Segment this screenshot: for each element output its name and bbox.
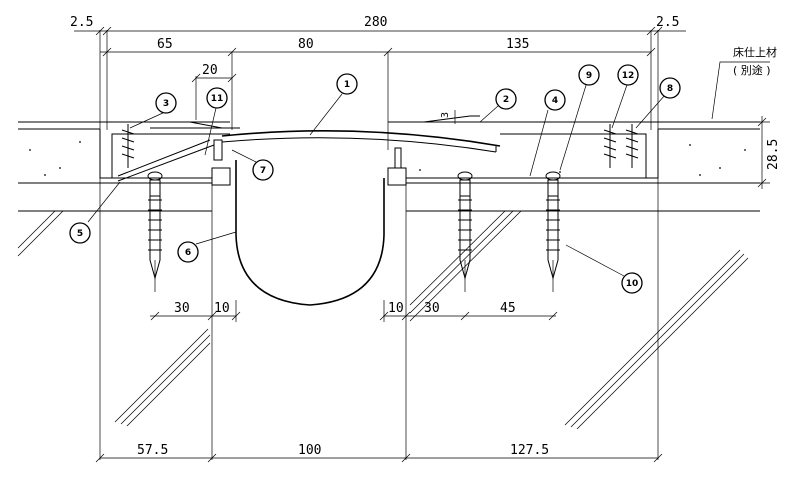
dim-bottom-100: 100 bbox=[298, 443, 321, 458]
extension-lines bbox=[99, 30, 659, 460]
dim-anchor-left-10: 10 bbox=[214, 301, 230, 316]
dim-gap-20: 20 bbox=[202, 63, 218, 78]
dim-top-right-2-5: 2.5 bbox=[656, 15, 679, 30]
structure-hatching bbox=[17, 210, 749, 430]
callout-8: 8 bbox=[667, 84, 673, 94]
dim-anchor-right-45: 45 bbox=[500, 301, 516, 316]
dim-right-135: 135 bbox=[506, 37, 529, 52]
floor-layers bbox=[18, 121, 760, 212]
cover-plate bbox=[150, 110, 501, 153]
callout-10: 10 bbox=[626, 279, 639, 289]
anchor-left bbox=[147, 171, 163, 292]
dim-top-left-2-5: 2.5 bbox=[70, 15, 93, 30]
anchor-center-right bbox=[457, 171, 473, 292]
top-dimension-lines bbox=[74, 26, 686, 83]
note-separate: ( 別途 ) bbox=[733, 63, 771, 77]
dim-anchor-right-10: 10 bbox=[388, 301, 404, 316]
callout-6: 6 bbox=[185, 248, 191, 258]
bottom-dimension-lines bbox=[95, 453, 663, 463]
callout-9: 9 bbox=[586, 71, 592, 81]
height-dimension bbox=[740, 116, 770, 189]
dim-bottom-57-5: 57.5 bbox=[137, 443, 168, 458]
dim-lip-3: 3 bbox=[440, 112, 451, 118]
anchor-far-right bbox=[545, 171, 561, 292]
floor-finish-note bbox=[711, 61, 770, 120]
callout-12: 12 bbox=[622, 71, 635, 81]
callout-3: 3 bbox=[163, 99, 169, 109]
left-frame bbox=[99, 129, 231, 186]
rubber-seal bbox=[235, 160, 385, 306]
callout-1: 1 bbox=[344, 80, 350, 90]
callout-4: 4 bbox=[552, 96, 558, 106]
dim-center-80: 80 bbox=[298, 37, 314, 52]
callout-7: 7 bbox=[260, 166, 266, 176]
callout-leaders bbox=[87, 81, 666, 277]
callout-2: 2 bbox=[503, 95, 509, 105]
dim-anchor-right-30: 30 bbox=[424, 301, 440, 316]
callout-11: 11 bbox=[211, 94, 224, 104]
anchor-dimension-lines bbox=[150, 300, 558, 322]
dim-left-65: 65 bbox=[157, 37, 173, 52]
dim-top-total-280: 280 bbox=[364, 15, 387, 30]
dim-height-28-5: 28.5 bbox=[766, 139, 781, 170]
right-frame bbox=[387, 129, 659, 186]
dim-anchor-left-30: 30 bbox=[174, 301, 190, 316]
note-floor-finish: 床仕上材 bbox=[733, 45, 777, 59]
dim-bottom-127-5: 127.5 bbox=[510, 443, 549, 458]
callout-5: 5 bbox=[77, 229, 83, 239]
callout-bubbles bbox=[69, 64, 681, 294]
anchors bbox=[147, 171, 561, 292]
screws bbox=[121, 124, 639, 168]
